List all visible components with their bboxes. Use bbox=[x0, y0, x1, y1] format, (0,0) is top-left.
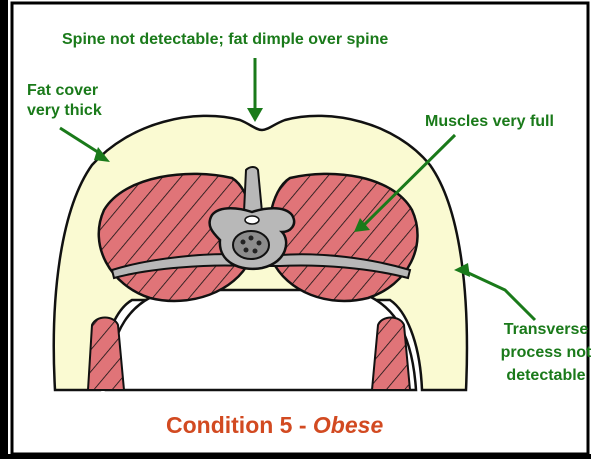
transverse-arrow bbox=[462, 270, 535, 320]
fat-cover-label-line2: very thick bbox=[27, 101, 102, 121]
spinal-canal bbox=[245, 216, 259, 224]
caption-prefix: Condition 5 - bbox=[166, 412, 313, 438]
right-lower-muscle bbox=[372, 318, 410, 391]
caption-condition: Obese bbox=[313, 412, 383, 438]
body-cavity bbox=[106, 290, 416, 390]
fat-cover-label: Fat cover very thick bbox=[27, 81, 102, 121]
muscles-label: Muscles very full bbox=[425, 112, 554, 132]
transverse-label-line2: process not bbox=[476, 341, 591, 364]
vertebral-body bbox=[233, 231, 269, 259]
spinous-process bbox=[244, 167, 262, 212]
spine-label: Spine not detectable; fat dimple over sp… bbox=[62, 30, 388, 50]
frame-bottom-bar bbox=[0, 454, 591, 459]
transverse-label-line1: Transverse bbox=[476, 318, 591, 341]
condition-caption: Condition 5 - Obese bbox=[166, 412, 383, 439]
transverse-process-label: Transverse process not detectable bbox=[476, 318, 591, 387]
fat-cover-label-line1: Fat cover bbox=[27, 81, 102, 101]
left-lower-muscle bbox=[88, 318, 124, 391]
transverse-label-line3: detectable bbox=[476, 364, 591, 387]
frame-left-bar bbox=[0, 0, 8, 459]
